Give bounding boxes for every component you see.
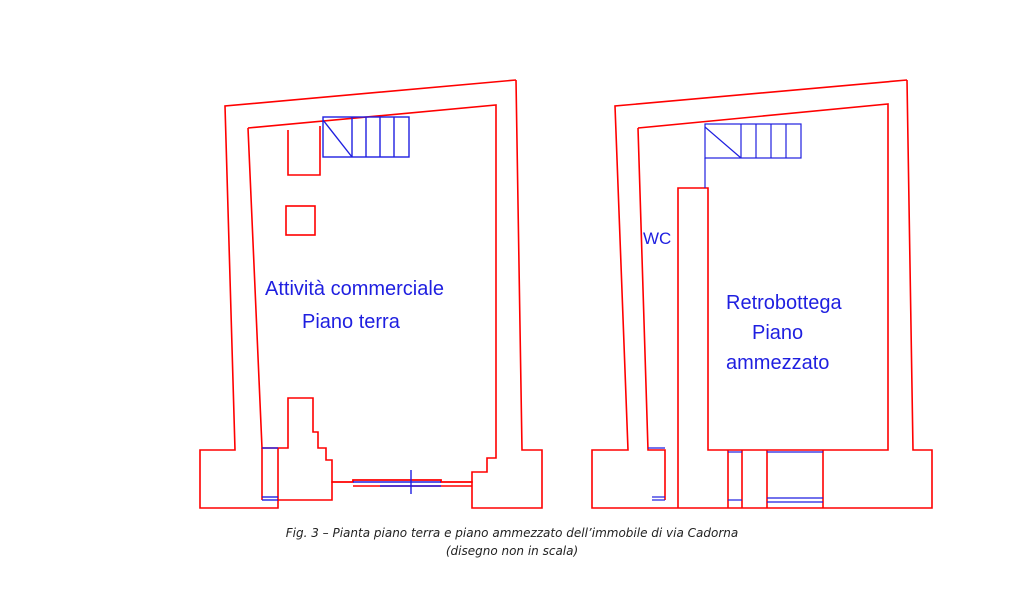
ground-floor-fixtures xyxy=(262,116,441,501)
stair-diagonal xyxy=(704,126,742,159)
ground-floor-pillar xyxy=(287,126,321,176)
mezzanine-label-line1: Retrobottega xyxy=(726,292,842,314)
mezzanine-inner-wall-left xyxy=(637,127,666,500)
mezzanine-label-line3: ammezzato xyxy=(726,352,830,374)
mezzanine-inner-wall xyxy=(637,103,889,508)
ground-floor-label-line1: Attività commerciale xyxy=(265,278,444,300)
mezzanine-label-line2: Piano xyxy=(752,322,804,344)
ground-floor-inner-wall xyxy=(247,104,497,483)
ground-floor-column xyxy=(285,205,316,236)
mezzanine-fixtures xyxy=(648,123,823,503)
figure-caption-line2: (disegno non in scala) xyxy=(445,544,579,558)
stair-diagonal xyxy=(322,119,353,158)
figure-caption-line1: Fig. 3 – Pianta piano terra e piano amme… xyxy=(285,526,739,540)
wc-label: WC xyxy=(643,229,672,248)
ground-floor-label-line2: Piano terra xyxy=(302,311,400,333)
mezzanine-plan xyxy=(591,79,933,509)
mezzanine-stairs xyxy=(704,123,802,159)
mezzanine-outer-wall xyxy=(591,79,933,509)
